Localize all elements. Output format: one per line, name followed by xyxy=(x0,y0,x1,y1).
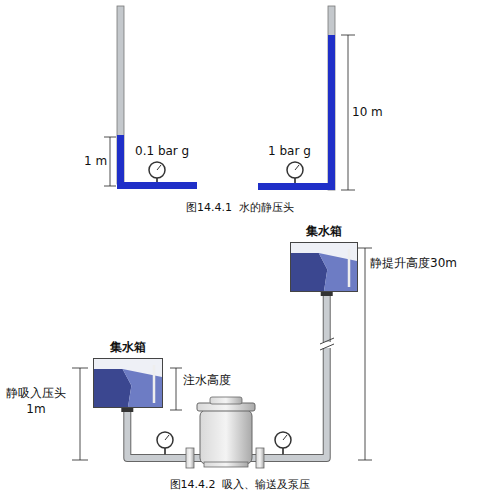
pressure-reading: 1 bar g xyxy=(268,144,311,158)
pressure-reading: 0.1 bar g xyxy=(135,144,189,158)
collection-tank: 集水箱 xyxy=(93,340,163,408)
dimension: 注水高度 xyxy=(183,373,231,387)
figure-caption: 图14.4.1 水的静压头 xyxy=(186,201,294,215)
tank-water xyxy=(94,359,162,407)
tank-water xyxy=(291,243,357,291)
tank-body xyxy=(290,242,358,292)
tank-body xyxy=(93,358,163,408)
tank-label: 集水箱 xyxy=(93,340,163,354)
figure-caption: 图14.4.2 吸入、输送及泵压 xyxy=(170,478,311,492)
dimension: 静吸入压头 1m xyxy=(2,385,70,417)
collection-tank: 集水箱 xyxy=(290,224,358,292)
tank-label: 集水箱 xyxy=(290,224,358,238)
dimension: 静提升高度30m xyxy=(370,256,457,270)
dimension: 1 m xyxy=(84,154,107,168)
dimension: 10 m xyxy=(352,105,383,119)
